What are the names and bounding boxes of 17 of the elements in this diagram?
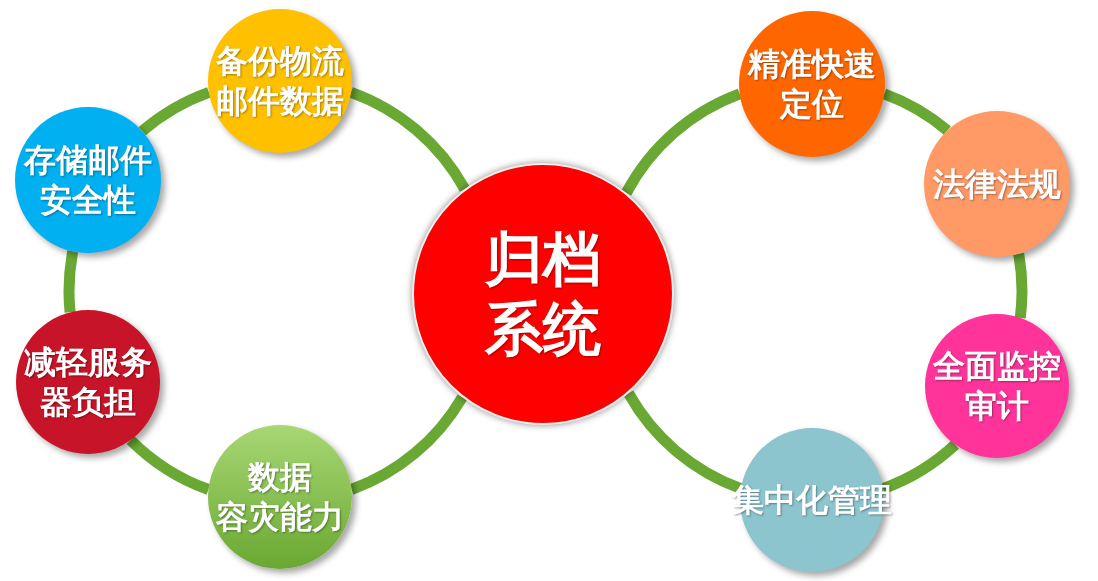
topic-label: 法律法规 — [933, 164, 1061, 204]
ring-arc — [348, 87, 470, 192]
topic-label: 减轻服务器负担 — [24, 342, 152, 422]
topic-label: 精准快速定位 — [748, 44, 876, 124]
topic-label: 存储邮件安全性 — [24, 140, 152, 220]
topic-label: 数据容灾能力 — [216, 457, 344, 537]
ring-arc — [126, 435, 211, 495]
ring-arc — [882, 88, 951, 135]
topic-label: 全面监控审计 — [933, 346, 1061, 426]
ring-arc — [621, 88, 742, 196]
ring-arc — [63, 250, 79, 313]
ring-arc — [349, 394, 467, 495]
ring-arc — [1013, 252, 1028, 319]
ring-arc — [623, 390, 744, 494]
ring-arc — [138, 87, 211, 136]
topic-label: 备份物流邮件数据 — [216, 41, 344, 121]
title-label: 归档系统 — [485, 224, 601, 364]
